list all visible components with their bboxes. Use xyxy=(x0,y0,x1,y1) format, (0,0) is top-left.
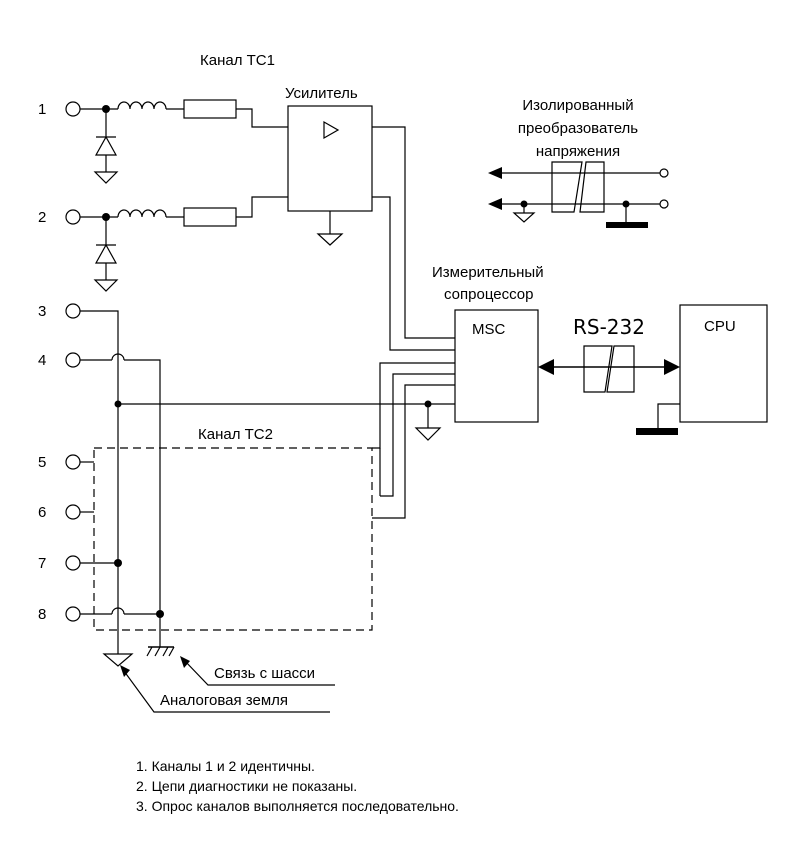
input-1-chain xyxy=(80,99,288,184)
isolated-converter-label-line-3: напряжения xyxy=(536,143,620,160)
converter-analog-ground-icon xyxy=(512,212,536,223)
terminal-6-number: 6 xyxy=(38,504,46,521)
rs232-label: RS-232 xyxy=(573,315,645,339)
msc-block: MSC xyxy=(454,309,539,423)
input-2-chain xyxy=(80,196,288,292)
notes-list: 1. Каналы 1 и 2 идентичны. 2. Цепи диагн… xyxy=(136,756,459,816)
coprocessor-label-line-1: Измерительный xyxy=(432,264,544,281)
terminal-4-number: 4 xyxy=(38,352,46,369)
channel-tc1-label: Канал ТС1 xyxy=(200,52,275,69)
converter-arrow-1-icon xyxy=(488,167,502,179)
converter-chassis-ground-icon xyxy=(606,222,648,228)
amplifier-ground-icon xyxy=(316,233,344,246)
terminal-2: 2 xyxy=(38,209,81,226)
rs232-arrow-left-icon xyxy=(538,359,554,375)
isolation-block-right-icon xyxy=(579,161,605,213)
terminal-8: 8 xyxy=(38,606,81,623)
rs232-link: RS-232 xyxy=(538,315,680,393)
ground-1-icon xyxy=(93,171,119,184)
terminal-3-number: 3 xyxy=(38,303,46,320)
analog-ground-callout: Аналоговая земля xyxy=(120,665,330,713)
isolated-converter-label-line-2: преобразователь xyxy=(518,120,638,137)
analog-ground-label: Аналоговая земля xyxy=(160,692,288,709)
note-1: 1. Каналы 1 и 2 идентичны. xyxy=(136,758,315,774)
cpu-label: CPU xyxy=(704,318,736,335)
diode-1-icon xyxy=(94,135,118,156)
converter-arrow-2-icon xyxy=(488,198,502,210)
amplifier-label: Усилитель xyxy=(285,85,358,102)
chassis-link-callout: Связь с шасси xyxy=(180,656,335,686)
terminal-1-number: 1 xyxy=(38,101,46,118)
isolation-block-left-icon xyxy=(551,161,583,213)
amplifier-triangle-icon xyxy=(323,120,340,140)
resistor-1-icon xyxy=(183,99,237,119)
rs232-arrow-right-icon xyxy=(664,359,680,375)
terminal-7-number: 7 xyxy=(38,555,46,572)
channel-tc2-box xyxy=(93,447,373,631)
chassis-ground-icon xyxy=(146,646,175,657)
note-3: 3. Опрос каналов выполняется последовате… xyxy=(136,798,459,814)
terminal-6: 6 xyxy=(38,504,81,521)
note-2: 2. Цепи диагностики не показаны. xyxy=(136,778,358,794)
cpu-chassis-ground-icon xyxy=(636,428,678,435)
isolated-converter-label-line-1: Изолированный xyxy=(522,97,633,114)
terminal-5-number: 5 xyxy=(38,454,46,471)
terminal-3: 3 xyxy=(38,303,81,320)
terminal-1: 1 xyxy=(38,101,81,118)
resistor-2-icon xyxy=(183,207,237,227)
msc-label: MSC xyxy=(472,321,506,338)
terminal-7: 7 xyxy=(38,555,81,572)
coprocessor-label-line-2: сопроцессор xyxy=(444,286,533,303)
chassis-link-label: Связь с шасси xyxy=(214,665,315,682)
amplifier-block xyxy=(287,105,373,246)
terminal-8-number: 8 xyxy=(38,606,46,623)
channel-tc2-label: Канал ТС2 xyxy=(198,426,273,443)
isolated-converter: Изолированный преобразователь напряжения xyxy=(488,97,669,228)
terminal-2-number: 2 xyxy=(38,209,46,226)
diode-2-icon xyxy=(94,243,118,264)
terminal-5: 5 xyxy=(38,454,81,471)
ground-2-icon xyxy=(93,279,119,292)
analog-ground-icon xyxy=(102,653,134,667)
rs232-isolation-right-icon xyxy=(606,345,635,393)
cpu-block: CPU xyxy=(636,304,768,435)
msc-analog-ground-icon xyxy=(414,427,442,441)
terminal-4: 4 xyxy=(38,352,81,369)
rs232-isolation-left-icon xyxy=(583,345,613,393)
